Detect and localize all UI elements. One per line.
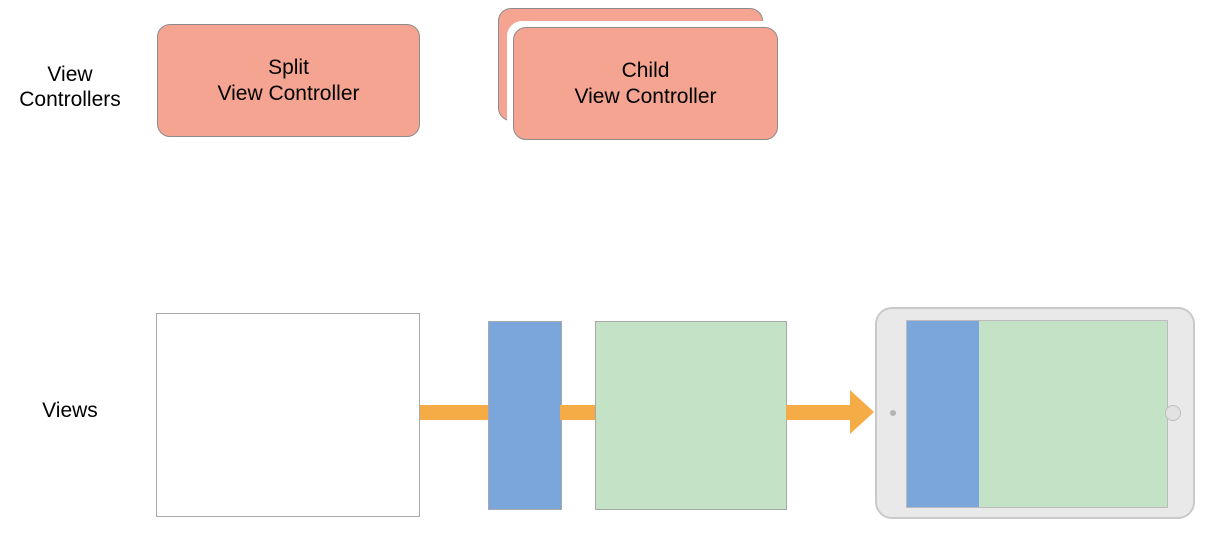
split-view-controller-card[interactable]: Split View Controller bbox=[157, 24, 420, 137]
ipad-device[interactable] bbox=[875, 307, 1195, 519]
home-button-icon[interactable] bbox=[1165, 405, 1181, 421]
ipad-screen-primary-pane[interactable] bbox=[907, 321, 979, 507]
row-label-view-controllers: View Controllers bbox=[19, 63, 121, 111]
primary-view-rect[interactable] bbox=[488, 321, 562, 510]
arrow-views-to-device bbox=[786, 390, 874, 434]
arrow-shaft bbox=[786, 405, 852, 420]
arrow-primary-to-secondary bbox=[560, 390, 598, 434]
camera-icon bbox=[890, 410, 896, 416]
arrow-shaft bbox=[560, 405, 598, 420]
secondary-view-rect[interactable] bbox=[595, 321, 787, 510]
row-label-views: Views bbox=[42, 399, 98, 422]
arrow-head-icon bbox=[850, 390, 874, 434]
child-view-controller-card-front[interactable]: Child View Controller bbox=[513, 27, 778, 140]
ipad-screen-secondary-pane[interactable] bbox=[978, 321, 1167, 507]
ipad-screen[interactable] bbox=[906, 320, 1168, 508]
child-view-controller-stack[interactable]: Child View Controller bbox=[498, 8, 782, 142]
arrow-shaft bbox=[420, 405, 490, 420]
window-view-rect[interactable] bbox=[156, 313, 420, 517]
arrow-window-to-primary bbox=[420, 390, 490, 434]
